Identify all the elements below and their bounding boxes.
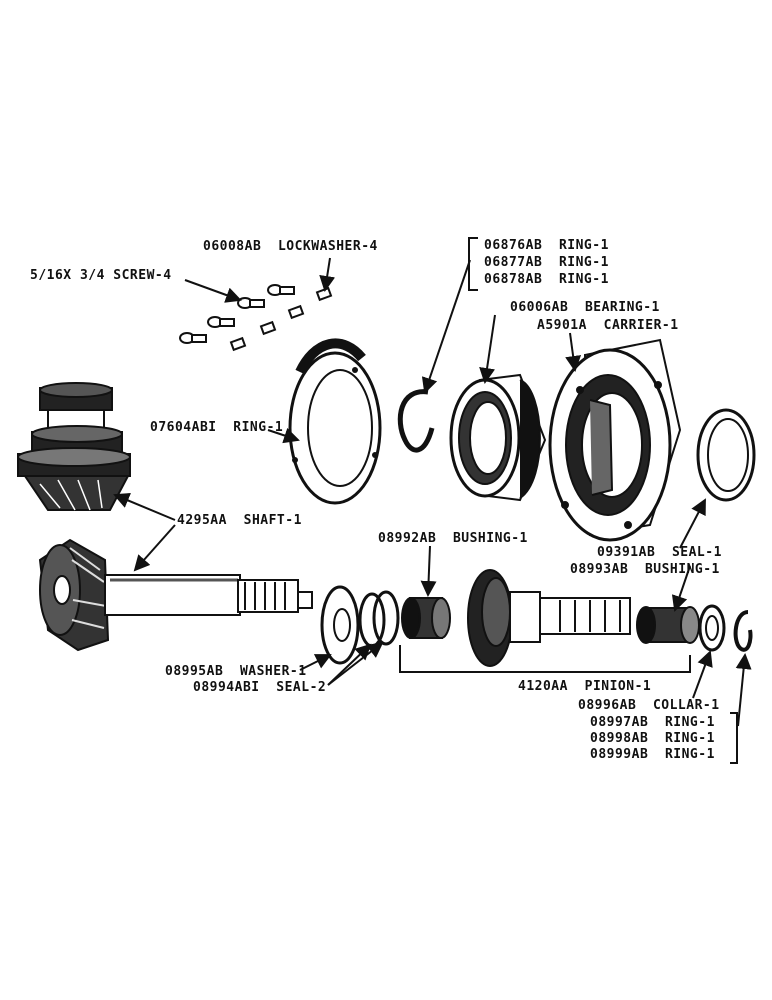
shaft-part (38, 538, 313, 652)
label-pinion: 4120AA PINION-1 (518, 679, 652, 694)
label-seal-09391: 09391AB SEAL-1 (597, 545, 722, 560)
lockwasher-part (229, 336, 247, 352)
leader-line (113, 493, 176, 521)
leader-line (267, 427, 300, 444)
label-ring-08998: 08998AB RING-1 (590, 731, 715, 746)
label-ring-06876: 06876AB RING-1 (484, 238, 609, 253)
label-ring-07604: 07604ABI RING-1 (150, 420, 284, 435)
lockwasher-part (259, 320, 277, 336)
leader-line (735, 653, 752, 727)
bracket-rings-08997 (730, 712, 738, 764)
seal-09391-part (696, 408, 756, 502)
label-washer: 08995AB WASHER-1 (165, 664, 307, 679)
label-ring-06878: 06878AB RING-1 (484, 272, 609, 287)
leader-lines (113, 257, 752, 727)
label-seal-08994: 08994ABI SEAL-2 (193, 680, 327, 695)
label-lockwasher: 06008AB LOCKWASHER-4 (203, 239, 378, 254)
leader-line (420, 545, 437, 597)
label-carrier: A5901A CARRIER-1 (537, 318, 679, 333)
bearing-part (449, 373, 547, 502)
label-collar: 08996AB COLLAR-1 (578, 698, 720, 713)
leader-line (479, 314, 496, 384)
label-screw: 5/16X 3/4 SCREW-4 (30, 268, 172, 283)
leader-line (327, 641, 384, 686)
leader-line (565, 332, 582, 372)
leader-line (399, 645, 691, 673)
leader-line (299, 654, 332, 671)
label-bushing-08993: 08993AB BUSHING-1 (570, 562, 720, 577)
carrier-part (548, 338, 682, 542)
seals-08994-part (358, 590, 400, 648)
leader-line (679, 498, 706, 549)
label-shaft: 4295AA SHAFT-1 (177, 513, 302, 528)
bushing-08993-part (636, 606, 700, 644)
label-ring-08997: 08997AB RING-1 (590, 715, 715, 730)
snap-ring-06876-part (397, 389, 435, 453)
ring-07604-part (288, 338, 382, 505)
label-bushing-08992: 08992AB BUSHING-1 (378, 531, 528, 546)
leader-line (692, 650, 713, 699)
screw-part (179, 332, 207, 344)
leader-line (319, 257, 336, 292)
screw-part (237, 297, 265, 309)
screws-group (179, 284, 295, 344)
label-bearing: 06006AB BEARING-1 (510, 300, 660, 315)
label-ring-06877: 06877AB RING-1 (484, 255, 609, 270)
leader-line (671, 565, 691, 612)
screw-part (207, 316, 235, 328)
pinion-part (467, 569, 631, 667)
screw-part (267, 284, 295, 296)
leader-line (133, 524, 176, 572)
lockwasher-part (287, 304, 305, 320)
bushing-08992-part (401, 597, 451, 639)
collar-08996-part (698, 604, 726, 652)
leader-line (184, 279, 242, 303)
label-ring-08999: 08999AB RING-1 (590, 747, 715, 762)
lockwasher-part (315, 286, 333, 302)
leader-line (421, 259, 471, 394)
cluster-gear-part (17, 382, 131, 511)
bracket-rings-06876 (468, 237, 478, 291)
washer-08995-part (320, 585, 360, 665)
snap-ring-08997-part (733, 610, 753, 652)
